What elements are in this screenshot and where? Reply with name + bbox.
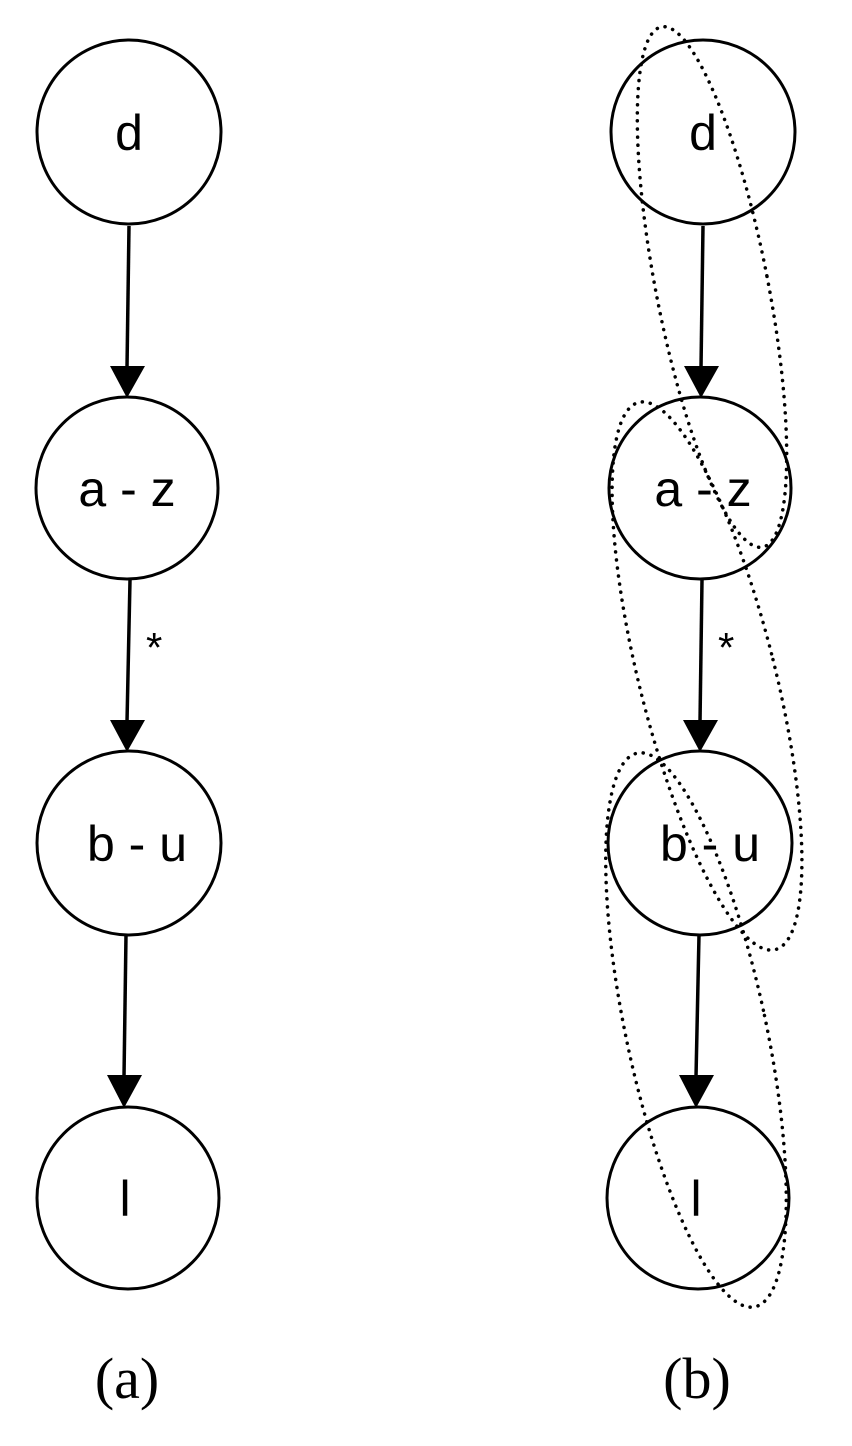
group-bu-l	[603, 751, 789, 1309]
panel-b: * d a - z b - u l (b)	[603, 24, 804, 1411]
edge-d-to-az	[110, 225, 145, 398]
edge-label: *	[718, 624, 734, 671]
node-d: d	[609, 38, 797, 226]
node-a-z: a - z	[34, 395, 220, 581]
node-label: d	[689, 105, 717, 161]
node-label: a - z	[78, 461, 175, 517]
arrowhead	[107, 1075, 142, 1108]
group-d-az	[635, 24, 789, 550]
arrowhead	[684, 366, 719, 398]
edge-az-to-bu: *	[110, 579, 162, 752]
node-label: b - u	[87, 816, 187, 872]
node-label: b - u	[660, 816, 760, 872]
node-label: l	[690, 1171, 701, 1227]
edge-az-to-bu: *	[683, 579, 734, 752]
node-b-u: b - u	[606, 749, 794, 937]
node-label: d	[115, 105, 143, 161]
arrowhead	[110, 366, 145, 398]
node-label: a - z	[654, 461, 751, 517]
edge-bu-to-l	[107, 934, 142, 1108]
caption: (a)	[95, 1346, 159, 1411]
edge-d-to-az	[684, 225, 719, 398]
edge-label: *	[146, 624, 162, 671]
group-az-bu	[610, 400, 804, 952]
node-label: l	[119, 1171, 130, 1227]
node-l: l	[605, 1105, 791, 1291]
panel-a: * d a - z b - u l (a)	[34, 38, 223, 1411]
edge-bu-to-l	[679, 934, 714, 1108]
arrowhead	[679, 1075, 714, 1108]
node-d: d	[35, 38, 223, 226]
arrowhead	[683, 720, 718, 752]
node-b-u: b - u	[35, 749, 223, 937]
node-a-z: a - z	[607, 395, 793, 581]
arrowhead	[110, 720, 145, 752]
caption: (b)	[663, 1346, 731, 1411]
node-l: l	[35, 1105, 221, 1291]
